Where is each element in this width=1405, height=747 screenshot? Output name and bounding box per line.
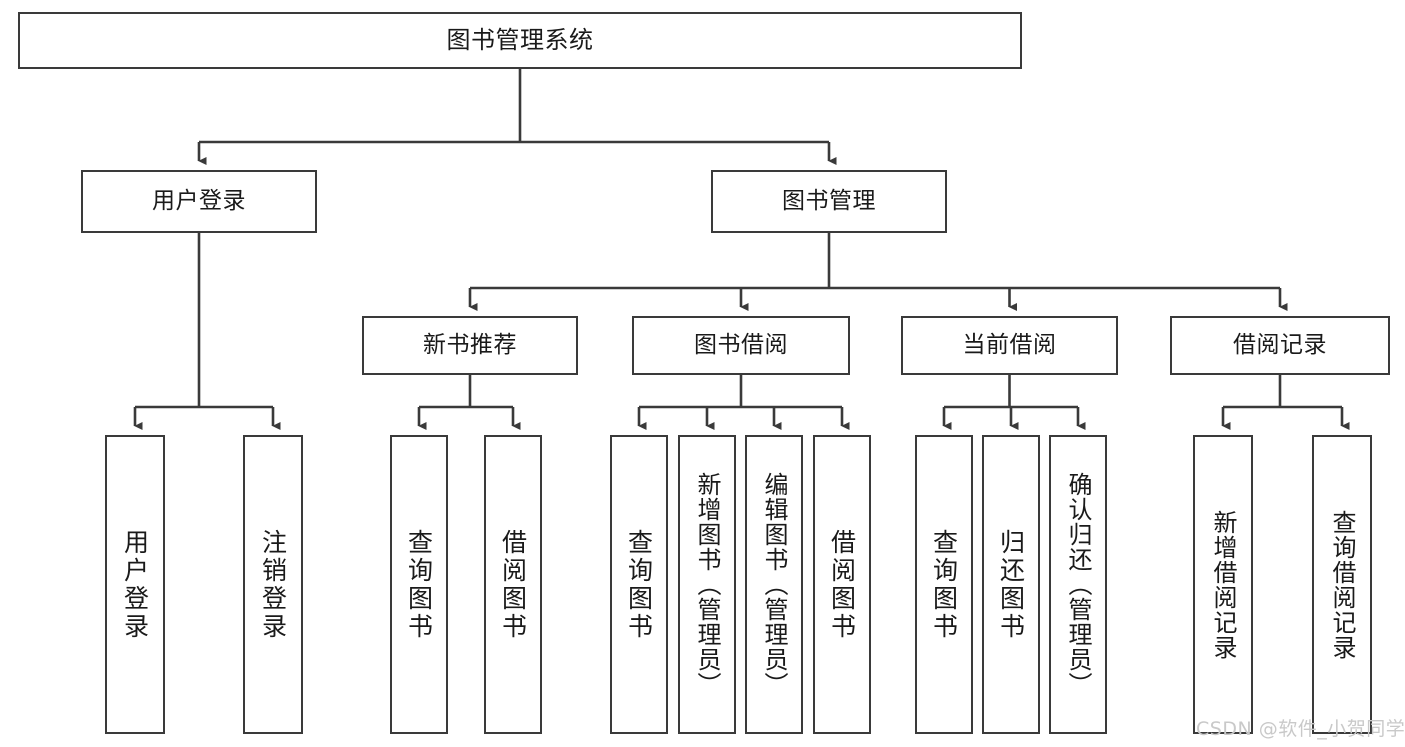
leaf-confirm-return-admin[interactable]: 确认归还（管理员）	[1049, 435, 1107, 734]
leaf-query-book-current[interactable]: 查询图书	[915, 435, 973, 734]
watermark: CSDN @软件_小贺同学	[1196, 718, 1405, 740]
node-label: 图书借阅	[694, 331, 788, 358]
leaf-edit-book-admin[interactable]: 编辑图书（管理员）	[745, 435, 803, 734]
node-new-book-recommendation[interactable]: 新书推荐	[362, 316, 578, 375]
node-user-login[interactable]: 用户登录	[81, 170, 317, 233]
node-label: 新增借阅记录	[1209, 509, 1237, 660]
node-label: 图书管理	[782, 187, 876, 214]
leaf-borrow-book[interactable]: 借阅图书	[813, 435, 871, 734]
leaf-return-book[interactable]: 归还图书	[982, 435, 1040, 734]
leaf-query-book-borrow[interactable]: 查询图书	[610, 435, 668, 734]
node-book-borrowing[interactable]: 图书借阅	[632, 316, 850, 375]
node-root-book-management-system[interactable]: 图书管理系统	[18, 12, 1022, 69]
node-label: 查询借阅记录	[1328, 509, 1356, 660]
node-book-management[interactable]: 图书管理	[711, 170, 947, 233]
node-current-borrowing[interactable]: 当前借阅	[901, 316, 1118, 375]
node-label: 借阅记录	[1233, 331, 1327, 358]
node-label: 查询图书	[404, 528, 434, 641]
node-label: 查询图书	[624, 528, 654, 641]
node-label: 借阅图书	[498, 528, 528, 641]
leaf-logout[interactable]: 注销登录	[243, 435, 303, 734]
node-label: 用户登录	[120, 528, 150, 641]
node-label: 当前借阅	[962, 331, 1057, 358]
node-label: 借阅图书	[827, 528, 857, 641]
node-label: 归还图书	[996, 528, 1026, 641]
node-label: 新书推荐	[423, 331, 517, 358]
leaf-add-book-admin[interactable]: 新增图书（管理员）	[678, 435, 736, 734]
node-label: 新增图书（管理员）	[693, 472, 721, 697]
node-borrow-records[interactable]: 借阅记录	[1170, 316, 1390, 375]
node-label: 查询图书	[929, 528, 959, 641]
leaf-user-login[interactable]: 用户登录	[105, 435, 165, 734]
leaf-add-borrow-record[interactable]: 新增借阅记录	[1193, 435, 1253, 734]
node-label: 确认归还（管理员）	[1064, 472, 1092, 697]
node-label: 注销登录	[258, 528, 288, 641]
leaf-query-borrow-record[interactable]: 查询借阅记录	[1312, 435, 1372, 734]
node-label: 用户登录	[152, 187, 246, 214]
leaf-borrow-book-recommend[interactable]: 借阅图书	[484, 435, 542, 734]
leaf-query-book-recommend[interactable]: 查询图书	[390, 435, 448, 734]
node-label: 图书管理系统	[446, 26, 594, 55]
node-label: 编辑图书（管理员）	[760, 472, 788, 697]
